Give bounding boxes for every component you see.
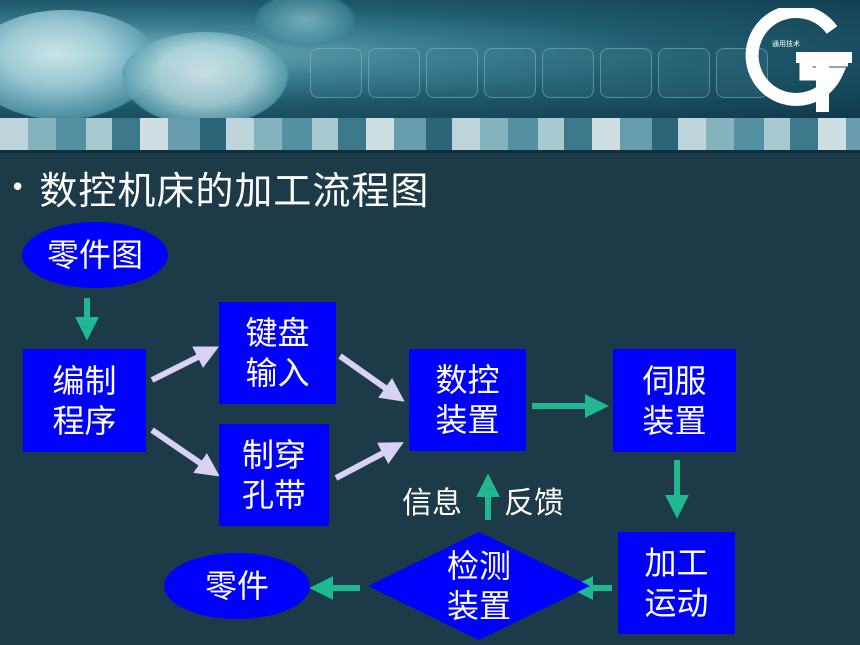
bullet-icon: • [10, 172, 26, 203]
label-info: 信息 [402, 486, 462, 521]
detection-label: 检测 装置 [446, 547, 511, 625]
node-detection: 检测 装置 [368, 532, 590, 640]
gt-logo-icon: 通用技术 [745, 8, 852, 112]
arrow-programming-to-tape [150, 427, 220, 477]
detection-diamond-shape [368, 532, 590, 640]
arrow-tape-to-nc [334, 442, 404, 481]
node-punch-tape: 制穿 孔带 [219, 424, 329, 526]
arrow-keyboard-to-nc [338, 353, 405, 402]
page-title: 数控机床的加工流程图 [39, 169, 430, 213]
node-keyboard-input: 键盘 输入 [219, 302, 336, 404]
node-programming: 编制 程序 [23, 349, 146, 452]
node-part-drawing: 零件图 [22, 222, 168, 288]
banner-stripe [0, 118, 860, 150]
arrow-programming-to-keyboard [150, 346, 220, 383]
title-row: • 数控机床的加工流程图 [10, 160, 429, 215]
petri-dish-image [250, 0, 360, 50]
node-servo-device: 伺服 装置 [613, 349, 736, 452]
banner-divider [0, 150, 860, 153]
label-feedback: 反馈 [504, 486, 564, 521]
node-machining: 加工 运动 [618, 532, 735, 634]
petri-dish-image [120, 32, 290, 118]
logo-caption: 通用技术 [772, 39, 800, 48]
header-banner [0, 0, 860, 118]
node-part: 零件 [164, 553, 310, 619]
node-nc-device: 数控 装置 [409, 349, 526, 451]
